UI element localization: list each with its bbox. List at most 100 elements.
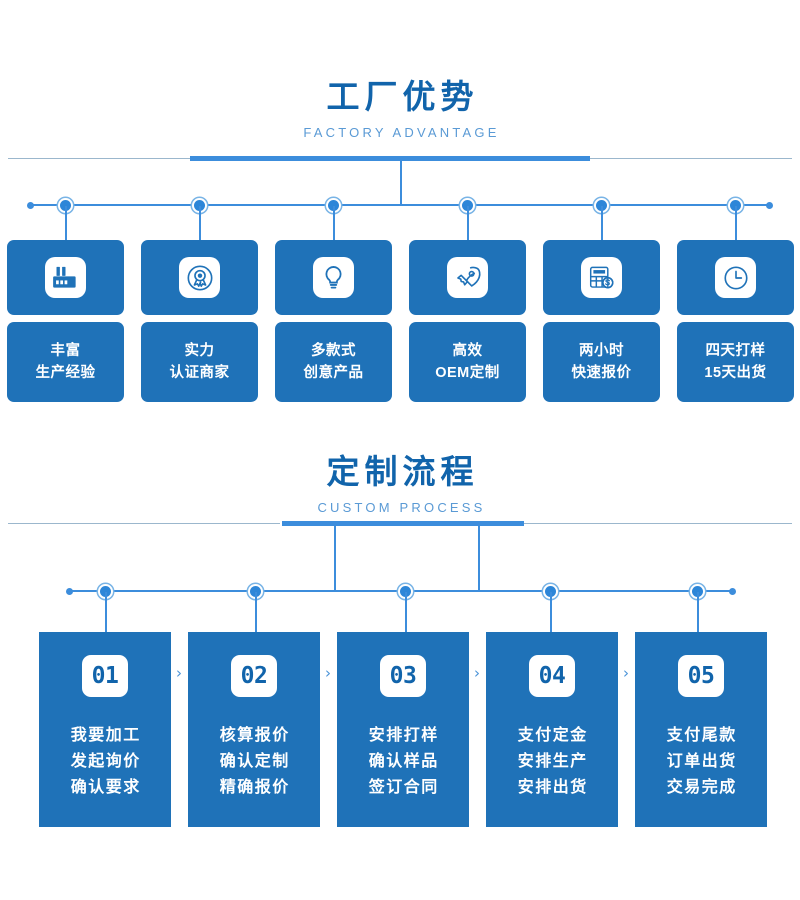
process-stem-5	[696, 592, 699, 632]
process-step-lines-2: 核算报价 确认定制 精确报价	[218, 723, 290, 801]
process-step-lines-1: 我要加工 发起询价 确认要求	[69, 723, 141, 801]
advantage-stem-6	[734, 206, 737, 240]
process-node-5	[692, 586, 703, 597]
process-step-5-line2: 订单出货	[666, 752, 737, 770]
process-step-1-line3: 确认要求	[70, 778, 141, 796]
factory-icon	[45, 257, 86, 298]
advantage-stem-1	[64, 206, 67, 240]
process-step-number-3: 03	[389, 662, 417, 689]
process-section-heading: 定制流程 CUSTOM PROCESS	[0, 455, 800, 514]
process-step-card-1[interactable]: 01 我要加工 发起询价 确认要求	[39, 632, 171, 827]
advantage-label-5-line1: 两小时	[579, 342, 624, 359]
advantage-icon-card-3[interactable]	[275, 240, 392, 315]
advantage-timeline	[30, 204, 770, 206]
advantage-label-3-line1: 多款式	[311, 342, 356, 359]
advantage-timeline-cap-right	[766, 201, 773, 209]
advantage-label-4-line2: OEM定制	[435, 365, 500, 381]
process-timeline-cap-left	[66, 587, 73, 595]
process-step-card-2[interactable]: 02 核算报价 确认定制 精确报价	[188, 632, 320, 827]
advantage-node-4	[462, 200, 473, 211]
process-drop-line-left	[334, 525, 336, 591]
process-step-number-4: 04	[538, 662, 566, 689]
process-rule-accent	[282, 521, 524, 526]
clock-icon	[715, 257, 756, 298]
process-step-4-line1: 支付定金	[517, 727, 588, 744]
process-step-2-line2: 确认定制	[219, 752, 290, 770]
process-step-number-badge-1: 01	[82, 655, 128, 697]
advantage-label-3-line2: 创意产品	[303, 365, 364, 381]
process-step-5-line3: 交易完成	[666, 778, 737, 796]
advantage-node-2	[194, 200, 205, 211]
process-stem-3	[404, 592, 407, 632]
advantage-text-card-2[interactable]: 实力 认证商家	[141, 322, 258, 402]
advantage-icon-card-6[interactable]	[677, 240, 794, 315]
process-node-4	[545, 586, 556, 597]
process-step-number-5: 05	[687, 662, 715, 689]
process-separator-chevron-1: ›	[176, 664, 182, 682]
advantage-icon-card-2[interactable]	[141, 240, 258, 315]
process-step-3-line1: 安排打样	[368, 727, 439, 744]
advantage-section-heading: 工厂优势 FACTORY ADVANTAGE	[0, 80, 800, 139]
process-step-number-badge-5: 05	[678, 655, 724, 697]
advantage-stem-2	[198, 206, 201, 240]
process-node-3	[400, 586, 411, 597]
calculator-money-icon	[581, 257, 622, 298]
advantage-label-1-line2: 生产经验	[35, 365, 96, 381]
process-step-lines-3: 安排打样 确认样品 签订合同	[367, 723, 439, 801]
advantage-drop-line	[400, 160, 402, 205]
advantage-title-cn: 工厂优势	[326, 78, 479, 115]
advantage-rule-accent	[190, 156, 590, 161]
advantage-label-6-line1: 四天打样	[705, 342, 766, 359]
advantage-timeline-cap-left	[27, 201, 34, 209]
process-step-5-line1: 支付尾款	[666, 727, 737, 744]
advantage-text-card-4[interactable]: 高效 OEM定制	[409, 322, 526, 402]
advantage-rule-right	[590, 158, 792, 159]
process-step-3-line2: 确认样品	[368, 752, 439, 770]
process-title-en: CUSTOM PROCESS	[317, 500, 486, 515]
advantage-text-card-6[interactable]: 四天打样 15天出货	[677, 322, 794, 402]
process-step-2-line1: 核算报价	[219, 727, 290, 744]
process-rule-right	[524, 523, 792, 524]
process-step-card-3[interactable]: 03 安排打样 确认样品 签订合同	[337, 632, 469, 827]
advantage-stem-4	[466, 206, 469, 240]
process-drop-line-right	[478, 525, 480, 591]
process-timeline-cap-right	[729, 587, 736, 595]
process-stem-1	[104, 592, 107, 632]
process-step-card-5[interactable]: 05 支付尾款 订单出货 交易完成	[635, 632, 767, 827]
process-step-number-badge-3: 03	[380, 655, 426, 697]
advantage-text-card-5[interactable]: 两小时 快速报价	[543, 322, 660, 402]
advantage-icon-card-5[interactable]	[543, 240, 660, 315]
process-step-3-line3: 签订合同	[368, 778, 439, 796]
advantage-title-en: FACTORY ADVANTAGE	[303, 125, 500, 140]
advantage-text-card-3[interactable]: 多款式 创意产品	[275, 322, 392, 402]
process-step-4-line2: 安排生产	[517, 752, 588, 770]
advantage-label-2-line2: 认证商家	[169, 365, 230, 381]
award-medal-icon	[179, 257, 220, 298]
process-step-number-2: 02	[240, 662, 268, 689]
process-separator-chevron-4: ›	[623, 664, 629, 682]
advantage-node-6	[730, 200, 741, 211]
advantage-text-card-1[interactable]: 丰富 生产经验	[7, 322, 124, 402]
process-stem-4	[549, 592, 552, 632]
process-step-card-4[interactable]: 04 支付定金 安排生产 安排出货	[486, 632, 618, 827]
advantage-stem-5	[600, 206, 603, 240]
process-separator-chevron-2: ›	[325, 664, 331, 682]
advantage-icon-card-1[interactable]	[7, 240, 124, 315]
advantage-label-2-line1: 实力	[184, 342, 215, 359]
process-step-lines-5: 支付尾款 订单出货 交易完成	[665, 723, 737, 801]
process-step-number-1: 01	[91, 662, 119, 689]
process-stem-2	[254, 592, 257, 632]
advantage-icon-card-4[interactable]	[409, 240, 526, 315]
advantage-node-1	[60, 200, 71, 211]
process-step-1-line2: 发起询价	[70, 752, 141, 770]
process-step-1-line1: 我要加工	[70, 727, 141, 744]
advantage-stem-3	[332, 206, 335, 240]
rocket-icon	[447, 257, 488, 298]
advantage-node-3	[328, 200, 339, 211]
process-step-lines-4: 支付定金 安排生产 安排出货	[516, 723, 588, 801]
process-separator-chevron-3: ›	[474, 664, 480, 682]
advantage-label-1-line1: 丰富	[50, 342, 81, 359]
lightbulb-icon	[313, 257, 354, 298]
advantage-label-5-line2: 快速报价	[571, 365, 632, 381]
